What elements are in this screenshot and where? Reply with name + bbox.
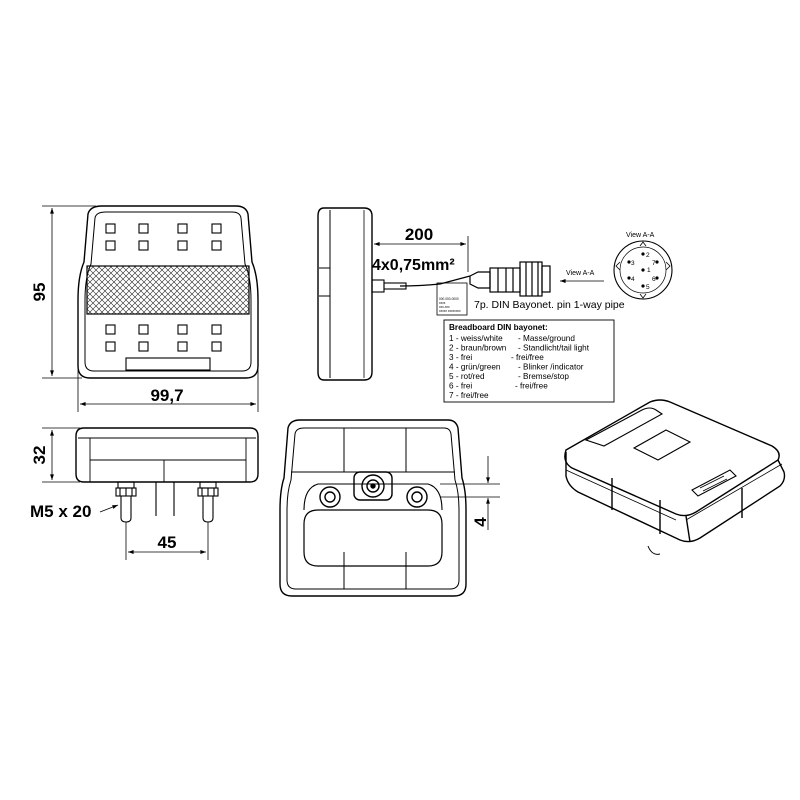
bolt-spacing-label: 45 xyxy=(158,533,177,552)
iso-plate-window xyxy=(632,429,692,461)
led-grid-top xyxy=(105,223,222,251)
right-bolt xyxy=(197,481,219,523)
pin-1-marker xyxy=(641,268,645,272)
front-height-label: 95 xyxy=(30,283,49,302)
side-bolt-nut xyxy=(371,279,385,293)
pin-2-label: 2 xyxy=(646,252,650,259)
top-cable-exit xyxy=(155,482,175,516)
pin-3-label: 3 xyxy=(631,260,635,267)
bolt-size-label: M5 x 20 xyxy=(30,502,91,521)
pin-table-row-2-pin: 2 - braun/brown xyxy=(449,344,507,353)
iso-reflector-strip xyxy=(584,407,664,447)
pin-table-row-4-pin: 4 - grün/green xyxy=(449,363,501,372)
rear-left-boss xyxy=(319,486,341,508)
pin-table-row-3-function: - frei/free xyxy=(511,353,544,362)
cable-section-label: 4x0,75mm² xyxy=(372,257,455,274)
pin-7-label: 7 xyxy=(652,260,656,267)
pin-7-marker xyxy=(655,260,659,264)
pin-table-rows: 1 - weiss/white - Masse/ground 2 - braun… xyxy=(449,334,590,400)
rear-ribs xyxy=(291,428,455,589)
rear-offset-dimension xyxy=(440,456,500,530)
pin-table-row-2-function: - Standlicht/tail light xyxy=(518,344,590,353)
pin-3-marker xyxy=(627,260,631,264)
iso-base-foot xyxy=(647,545,661,555)
pin-4-marker xyxy=(627,276,631,280)
pin-table-row-1-pin: 1 - weiss/white xyxy=(449,334,503,343)
depth-dimension xyxy=(42,427,80,483)
svg-text:xxxx: xxxx xyxy=(439,301,446,305)
pin-5-label: 5 xyxy=(646,284,650,291)
pin-6-marker xyxy=(655,276,659,280)
pin-table-row-6-function: - frei/free xyxy=(515,382,548,391)
depth-label: 32 xyxy=(30,446,49,465)
rear-cable-gland xyxy=(353,471,393,501)
pin-table-row-5-function: - Bremse/stop xyxy=(518,372,569,381)
bolt-leader xyxy=(99,504,119,513)
cable-tag-text: 000.000-0000 xxxx xxx-xxx xxxxx xxxxxxxx xyxy=(439,297,461,313)
side-housing xyxy=(317,207,373,381)
front-housing-inner xyxy=(84,211,252,372)
pin-table-box xyxy=(443,319,615,403)
pin-table-row-1-function: - Masse/ground xyxy=(518,334,575,343)
pin-2-marker xyxy=(641,252,645,256)
reflector-band xyxy=(86,265,250,315)
cable-tag xyxy=(436,282,468,316)
pin-4-label: 4 xyxy=(631,276,635,283)
iso-top-face xyxy=(564,399,780,517)
svg-text:000.000-0000: 000.000-0000 xyxy=(439,297,459,301)
plate-light-window xyxy=(125,357,211,371)
top-housing xyxy=(75,427,259,483)
side-view xyxy=(317,207,551,381)
pin-table-row-5-pin: 5 - rot/red xyxy=(449,372,485,381)
rear-housing-inner xyxy=(286,427,460,590)
rear-right-boss xyxy=(406,486,428,508)
pin-1-label: 1 xyxy=(647,267,651,274)
connector-label: 7p. DIN Bayonet. pin 1-way pipe xyxy=(474,299,625,311)
front-width-label: 99,7 xyxy=(150,386,183,405)
pin-table-row-4-function: - Blinker /indicator xyxy=(518,363,584,372)
led-grid-bottom xyxy=(105,324,222,352)
view-aa-pins: 1 2 3 4 5 6 7 xyxy=(627,252,659,291)
bolt-spacing-dimension xyxy=(125,522,209,560)
pin-table-row-3-pin: 3 - frei xyxy=(449,353,472,362)
isometric-view xyxy=(564,399,786,555)
rear-offset-label: 4 xyxy=(471,517,490,527)
pin-table-row-6-pin: 6 - frei xyxy=(449,382,472,391)
cable-length-dimension xyxy=(371,236,469,272)
view-aa-title: View A-A xyxy=(626,232,655,239)
front-housing-outer xyxy=(77,205,259,379)
svg-text:xxxxx xxxxxxxx: xxxxx xxxxxxxx xyxy=(439,309,461,313)
cable-line xyxy=(399,275,471,287)
top-view xyxy=(75,427,259,523)
svg-text:xxx-xxx: xxx-xxx xyxy=(439,305,450,309)
front-view xyxy=(77,205,259,379)
pin-table-row-7-pin: 7 - frei/free xyxy=(449,391,489,400)
din-connector xyxy=(469,261,551,297)
left-bolt xyxy=(115,481,137,523)
front-width-dimension xyxy=(77,370,259,412)
rear-housing-outer xyxy=(279,419,467,597)
rear-plate-recess xyxy=(303,509,443,567)
pin-5-marker xyxy=(641,284,645,288)
view-arrow-label: View A-A xyxy=(566,270,595,277)
front-height-dimension xyxy=(42,205,96,379)
view-aa-connector-face xyxy=(613,240,673,300)
iso-plate-light xyxy=(691,469,737,497)
iso-front-faces xyxy=(565,452,786,543)
pin-table-title: Breadboard DIN bayonet: xyxy=(449,323,548,332)
pin-6-label: 6 xyxy=(652,276,656,283)
cable-length-label: 200 xyxy=(405,225,433,244)
rear-view xyxy=(279,419,467,597)
